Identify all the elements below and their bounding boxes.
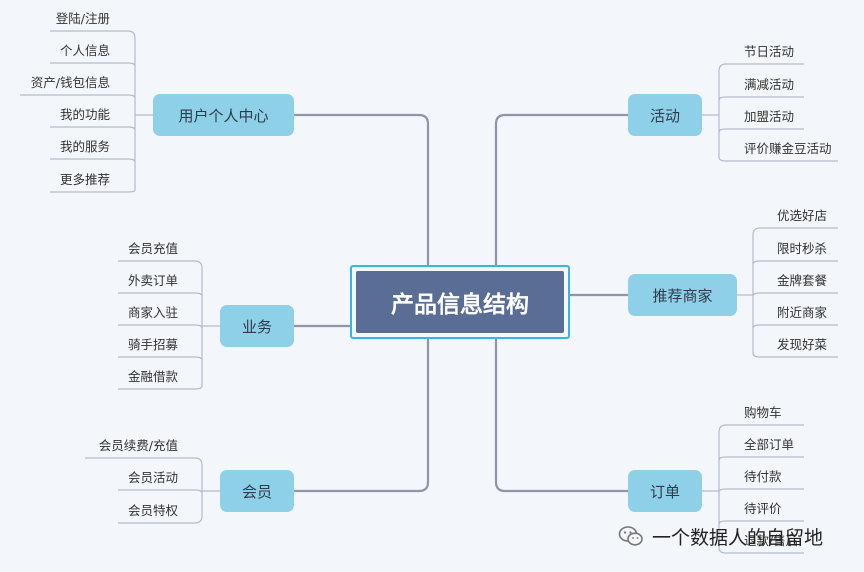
branch-business: 业务 [220,305,294,347]
leaf-gold-set-meal: 金牌套餐 [777,273,828,288]
leaf-discover-dishes: 发现好菜 [777,337,828,352]
leaf-selected-stores: 优选好店 [777,208,828,223]
leaf-lines-activity [702,63,838,162]
leaf-member-activity: 会员活动 [127,470,178,485]
leaf-lines-order [702,424,804,554]
leaf-review-beans-activity: 评价赚金豆活动 [744,141,832,156]
leaf-shopping-cart: 购物车 [744,405,782,420]
leaf-finance-loan: 金融借款 [127,369,178,384]
watermark: 一个数据人的自留地 [618,521,823,551]
leaf-my-functions: 我的功能 [59,107,110,122]
leaf-lines-user-center [20,30,153,193]
branch-user-center: 用户个人中心 [153,94,294,136]
leaf-lines-member [85,457,220,524]
leaf-holiday-activity: 节日活动 [744,44,795,59]
central-topic-label: 产品信息结构 [356,271,564,333]
leaf-discount-activity: 满减活动 [744,77,795,92]
connector-order [494,339,628,493]
leaf-refund-aftersale: 退款/售后 [744,533,799,548]
leaf-flash-sale: 限时秒杀 [777,241,828,256]
leaf-pending-payment: 待付款 [744,469,782,484]
leaf-pending-review: 待评价 [744,501,782,516]
leaf-all-orders: 全部订单 [744,437,795,452]
branch-order: 订单 [628,470,702,512]
leaf-lines-business [118,260,220,390]
branch-activity: 活动 [628,94,702,136]
branch-merchants: 推荐商家 [628,274,737,316]
connector-user-center [294,113,430,265]
leaf-rider-recruit: 骑手招募 [127,337,178,352]
leaf-member-privilege: 会员特权 [127,503,178,518]
leaf-wallet-info: 资产/钱包信息 [30,75,110,90]
connector-member [294,339,430,493]
leaf-nearby-merchants: 附近商家 [777,305,828,320]
watermark-text: 一个数据人的自留地 [652,526,824,549]
leaf-login-register: 登陆/注册 [55,11,110,26]
leaf-more-recommend: 更多推荐 [59,172,110,187]
leaf-merchant-join: 商家入驻 [127,305,178,320]
wechat-icon [618,526,643,546]
central-topic: 产品信息结构 [350,265,570,339]
branch-member: 会员 [220,470,294,512]
leaf-member-recharge: 会员充值 [127,241,178,256]
leaf-my-services: 我的服务 [59,139,110,154]
leaf-member-renewal: 会员续费/充值 [98,438,178,453]
leaf-lines-merchants [737,227,838,358]
leaf-franchise-activity: 加盟活动 [744,109,795,124]
leaf-personal-info: 个人信息 [59,43,110,58]
leaf-delivery-orders: 外卖订单 [127,273,178,288]
connector-activity [494,113,628,265]
